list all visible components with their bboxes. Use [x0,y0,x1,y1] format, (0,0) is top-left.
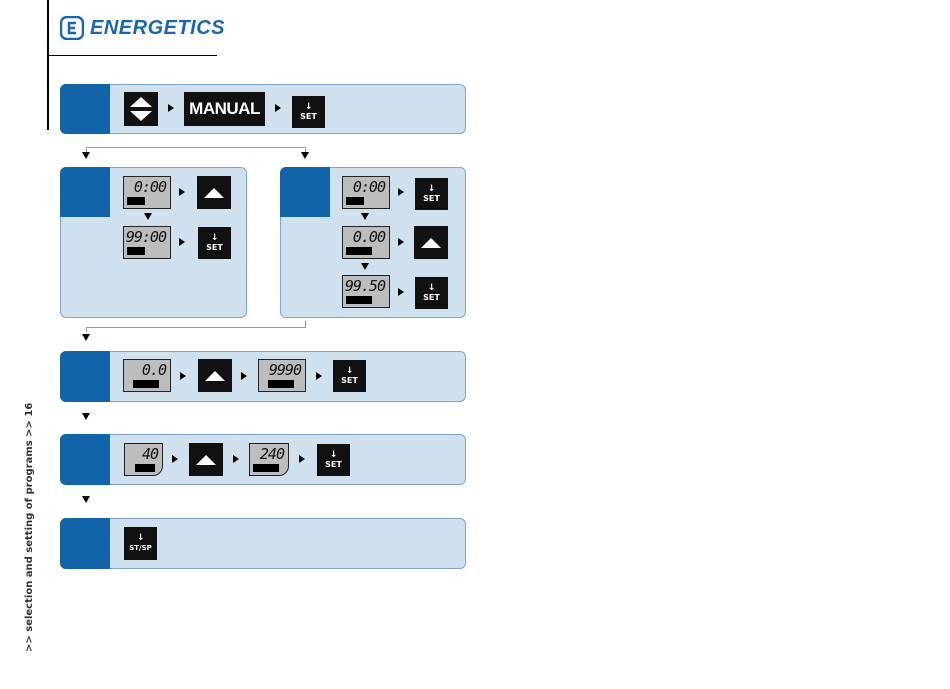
up-down-button[interactable] [124,92,158,126]
arrow-right-icon [398,188,404,196]
lcd-display: 0:00 [342,176,390,209]
set-button[interactable]: ↓ SET [317,444,350,476]
arrow-right-icon [398,238,404,246]
lcd-display: 40 [124,443,163,476]
arrow-right-icon [233,455,239,463]
merge-connector [86,327,87,332]
up-down-arrows-icon [128,95,154,123]
step-2b-tab [280,167,330,217]
arrow-right-icon [316,372,322,380]
arrow-right-icon [172,455,178,463]
arrow-up-icon [196,455,216,465]
arrow-down-icon [82,496,90,503]
arrow-up-icon [421,238,441,248]
step-1-tab [60,84,110,134]
start-stop-button[interactable]: ↓ ST/SP [124,527,157,560]
lcd-display: 99:00 [123,226,171,259]
brand-name: ENERGETICS [90,17,225,40]
arrow-right-icon [299,455,305,463]
arrow-right-icon [241,372,247,380]
set-button[interactable]: ↓ SET [415,178,448,210]
arrow-down-icon [144,213,152,220]
lcd-display: 0.00 [342,226,390,259]
arrow-down-icon [82,413,90,420]
lcd-display: 0:00 [123,176,171,209]
step-2a-tab [60,167,110,217]
up-button[interactable] [189,443,223,476]
brand-logo: ENERGETICS [60,14,230,42]
step-5-tab [60,518,110,569]
arrow-down-icon: ↓ [428,185,436,194]
arrow-right-icon [398,288,404,296]
arrow-down-icon: ↓ [330,451,338,460]
lcd-display: 99.50 [342,275,390,308]
lcd-display: 240 [249,443,289,476]
lcd-display: 0.0 [123,359,171,392]
step-3-tab [60,351,110,402]
set-button[interactable]: ↓ SET [333,360,366,392]
step-4-tab [60,434,110,485]
up-button[interactable] [198,359,232,392]
branch-connector [86,147,306,148]
header-rule [47,55,217,56]
arrow-right-icon [168,104,174,112]
merge-connector [86,327,306,328]
section-footer-text: >> selection and setting of programs >> … [24,403,35,652]
arrow-up-icon [204,188,224,198]
arrow-down-icon: ↓ [137,534,145,543]
arrow-down-icon: ↓ [305,103,313,112]
arrow-down-icon [361,263,369,270]
arrow-down-icon: ↓ [346,367,354,376]
arrow-down-icon: ↓ [428,284,436,293]
arrow-right-icon [180,372,186,380]
step-5-panel [60,518,466,569]
arrow-down-icon [82,152,90,159]
arrow-down-icon [301,152,309,159]
arrow-down-icon [82,334,90,341]
lcd-display: 9990 [258,359,306,392]
arrow-right-icon [179,238,185,246]
set-button[interactable]: ↓ SET [292,96,325,128]
energetics-logo-icon [60,16,84,40]
up-button[interactable] [414,226,448,259]
arrow-right-icon [179,188,185,196]
arrow-right-icon [275,104,281,112]
arrow-down-icon: ↓ [211,234,219,243]
manual-button[interactable]: MANUAL [184,92,265,126]
set-button[interactable]: ↓ SET [415,277,448,309]
arrow-up-icon [205,371,225,381]
margin-line [47,0,49,130]
up-button[interactable] [197,176,231,209]
merge-connector [305,321,306,328]
arrow-down-icon [361,213,369,220]
set-button[interactable]: ↓ SET [198,227,231,259]
